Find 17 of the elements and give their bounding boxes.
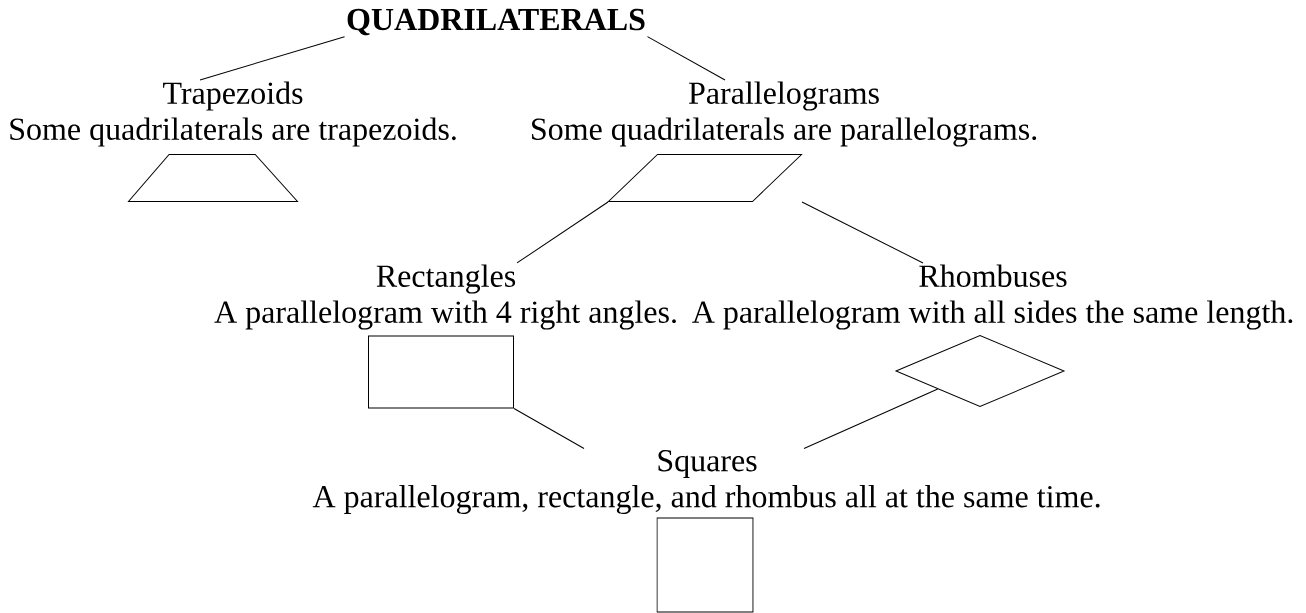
category-label: Parallelograms Some quadrilaterals are parallelograms. xyxy=(532,81,1037,147)
rhombus-shape xyxy=(895,335,1065,407)
category-label: Rectangles A parallelogram with 4 right angles. xyxy=(214,264,676,330)
trapezoid-shape xyxy=(128,154,298,202)
title-text: QUADRILATERALS xyxy=(347,8,645,36)
connector-line xyxy=(801,201,924,264)
connector-line xyxy=(199,36,346,81)
connector-line xyxy=(516,201,609,264)
category-label: Rhombuses A parallelogram with all sides the same length. xyxy=(692,264,1293,330)
connector-line xyxy=(646,36,726,81)
connector-line xyxy=(803,388,939,449)
category-label: Squares A parallelogram, rectangle, and rhombus all at the same time. xyxy=(312,449,1100,515)
parallelogram-shape xyxy=(608,154,802,202)
category-label: Trapezoids Some quadrilaterals are trapezoids. xyxy=(10,81,456,147)
square-shape xyxy=(656,517,754,613)
rectangle-shape xyxy=(368,335,514,409)
connector-line xyxy=(513,408,585,449)
